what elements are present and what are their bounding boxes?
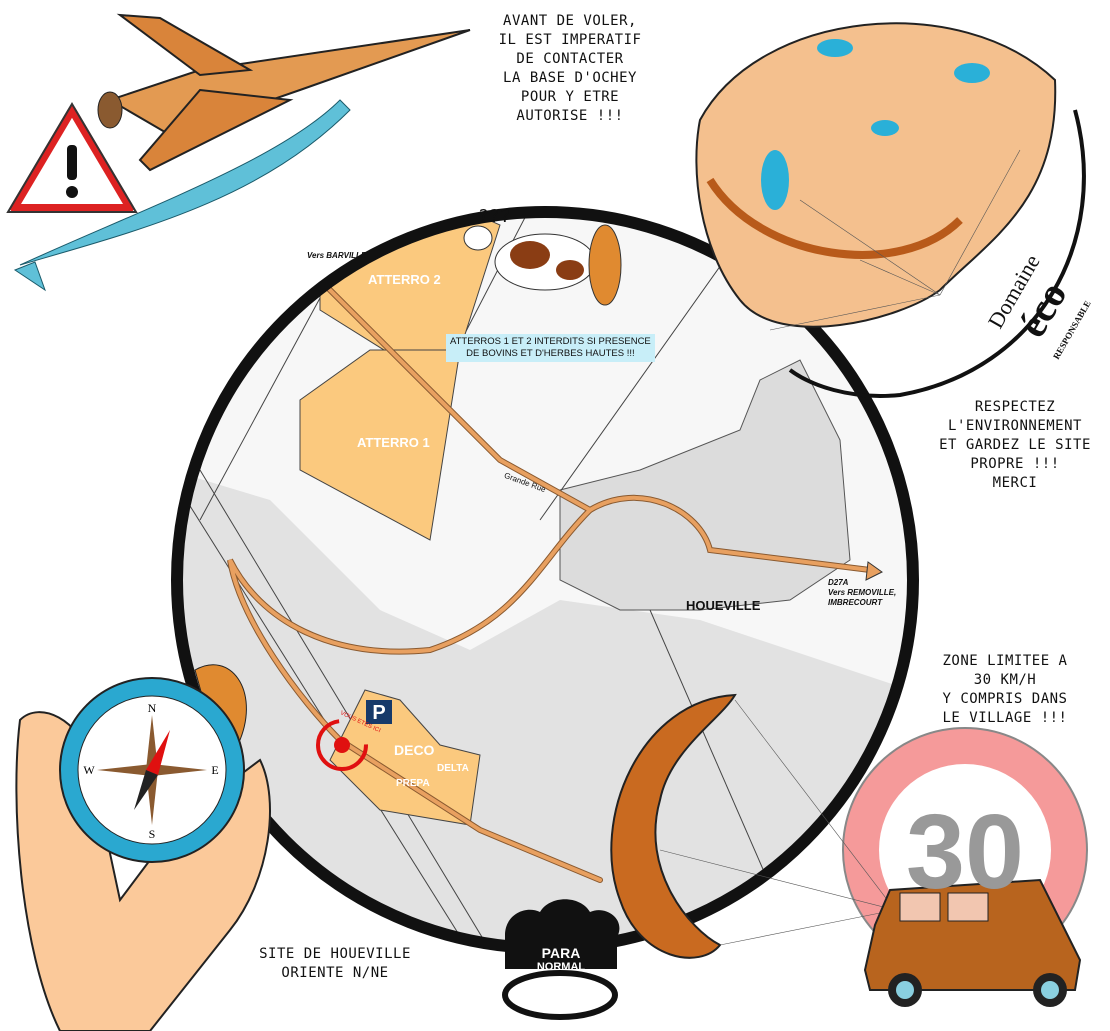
- arrow-removille: [865, 561, 883, 581]
- cow-question-marks: ???: [478, 206, 511, 227]
- village-area: [559, 359, 851, 611]
- you-are-here-ring: [316, 719, 368, 771]
- atterro-1-zone: [299, 349, 461, 541]
- eco-badge: Domaine éco RESPONSABLE: [983, 250, 1093, 361]
- gray-terrain: [177, 470, 913, 948]
- prepa-label: PREPA: [396, 778, 430, 789]
- car-illustration: [863, 878, 1082, 1007]
- parking-label: P: [372, 702, 385, 724]
- parking-sign: [366, 700, 392, 724]
- speed-limit-value: 30: [906, 793, 1024, 911]
- cattle-warning-text: ATTERROS 1 ET 2 INTERDITS SI PRESENCE DE…: [450, 336, 651, 359]
- compass-s: S: [149, 827, 156, 841]
- compass-hand-illustration: [15, 664, 271, 1031]
- road-label-barville: Vers BARVILLE: [307, 251, 367, 260]
- cattle-warning: ATTERROS 1 ET 2 INTERDITS SI PRESENCE DE…: [446, 334, 655, 362]
- road-label-d27a: D27A Vers REMOVILLE, IMBRECOURT: [828, 578, 897, 607]
- paraglider-brown-illustration: [610, 693, 896, 959]
- atterro-1-label: ATTERRO 1: [357, 435, 430, 450]
- paraglider-eco-illustration: [695, 22, 1086, 398]
- note-contact-base: AVANT DE VOLER, IL EST IMPERATIF DE CONT…: [498, 13, 642, 124]
- compass-w: W: [83, 763, 95, 777]
- road-to-deco: [228, 508, 602, 882]
- logo-line2: NORMAL: [537, 961, 586, 973]
- paranormal-logo: [502, 899, 620, 1020]
- compass-e: E: [211, 763, 218, 777]
- you-are-here-dot: [334, 737, 350, 753]
- note-orientation: SITE DE HOUEVILLE ORIENTE N/NE: [259, 946, 411, 981]
- delta-label: DELTA: [437, 763, 469, 774]
- atterro-2-label: ATTERRO 2: [368, 272, 441, 287]
- note-speed-limit: ZONE LIMITEE A 30 KM/H Y COMPRIS DANS LE…: [942, 653, 1068, 726]
- village-label: HOUEVILLE: [686, 598, 761, 613]
- fighter-jet-illustration: [13, 13, 471, 292]
- logo-line1: PARA: [542, 945, 581, 961]
- warning-sign-icon: [6, 102, 138, 213]
- cow-illustration: [463, 224, 622, 306]
- note-environment: RESPECTEZ L'ENVIRONNEMENT ET GARDEZ LE S…: [939, 399, 1091, 491]
- deco-label: DECO: [394, 742, 435, 758]
- compass-n: N: [148, 701, 157, 715]
